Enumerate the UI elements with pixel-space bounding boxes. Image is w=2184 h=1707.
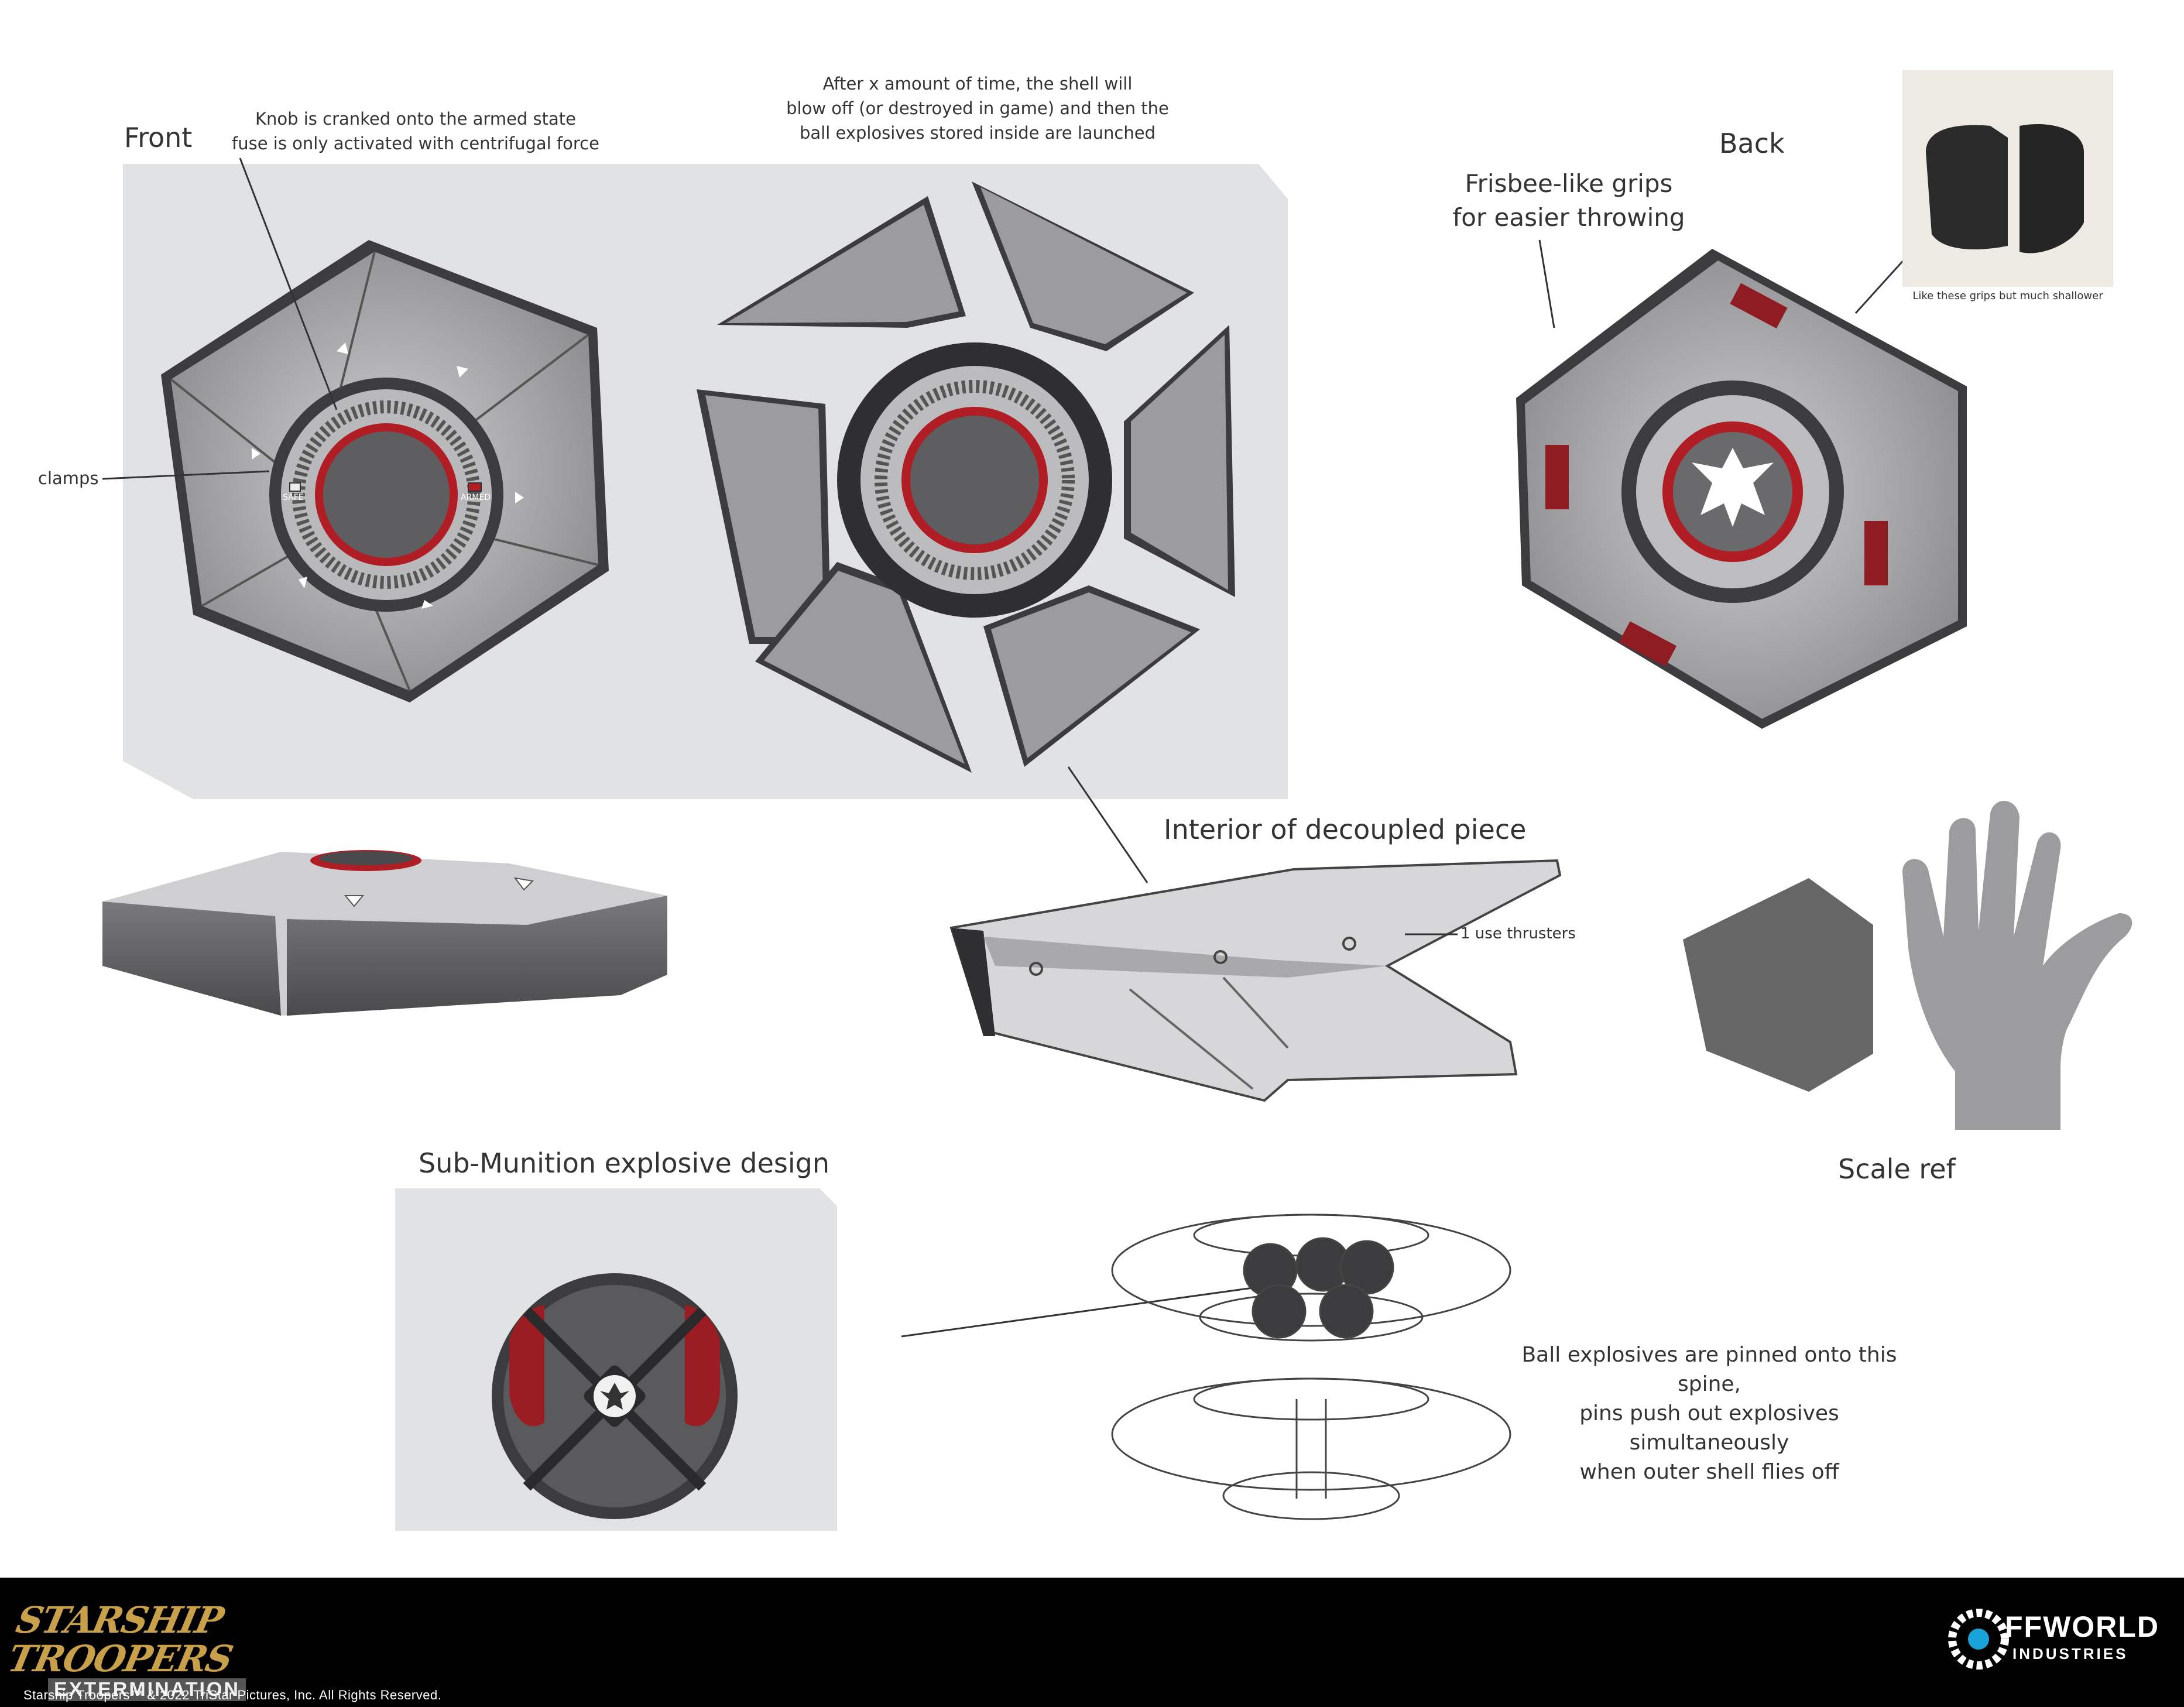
front-hexagon-device <box>161 240 609 702</box>
spine-note: Ball explosives are pinned onto this spi… <box>1499 1341 1920 1487</box>
grips-note-line: for easier throwing <box>1452 203 1685 232</box>
offworld-emblem-icon <box>1948 1609 2009 1670</box>
copyright-text: Starship Troopers™ & 2022 TriStar Pictur… <box>23 1688 442 1702</box>
shell-note-line: After x amount of time, the shell will <box>822 74 1133 94</box>
thrusters-label: 1 use thrusters <box>1460 925 1576 942</box>
grips-reference-photo <box>1902 70 2113 287</box>
grips-note-line: Frisbee-like grips <box>1465 169 1673 198</box>
back-title: Back <box>1719 128 1785 159</box>
game-logo-line1: STARSHIP TROOPERS <box>4 1599 236 1680</box>
offworld-industries-logo: FFWORLD INDUSTRIES <box>1943 1604 2158 1680</box>
submunition-title: Sub-Munition explosive design <box>419 1147 829 1179</box>
grips-note: Frisbee-like grips for easier throwing <box>1428 167 1709 235</box>
clamps-label: clamps <box>38 468 99 488</box>
grips-photo-caption: Like these grips but much shallower <box>1912 290 2103 302</box>
scale-hexagon <box>1683 878 1873 1092</box>
spine-sketches <box>1111 1214 1511 1520</box>
exploded-shell-view <box>697 181 1235 773</box>
interior-decoupled-piece <box>949 859 1562 1102</box>
shell-note: After x amount of time, the shell will b… <box>755 71 1200 145</box>
spine-note-line: when outer shell flies off <box>1579 1460 1839 1484</box>
concept-art-canvas <box>102 70 2132 1531</box>
armed-label: ARMED <box>461 493 491 502</box>
interior-title: Interior of decoupled piece <box>1164 814 1527 845</box>
knob-note: Knob is cranked onto the armed state fus… <box>193 107 638 156</box>
starship-troopers-logo: STARSHIP TROOPERS EXTERMINATION <box>4 1599 282 1701</box>
spine-note-line: pins push out explosives simultaneously <box>1579 1401 1839 1455</box>
safe-label: SAFE <box>283 493 304 502</box>
front-title: Front <box>124 122 193 153</box>
submunition-ball <box>492 1273 738 1519</box>
game-logo-line2: EXTERMINATION <box>48 1678 246 1701</box>
knob-note-line: Knob is cranked onto the armed state <box>255 109 577 129</box>
back-hexagon-device <box>1516 249 1967 729</box>
publisher-logo-line1: FFWORLD <box>2005 1610 2159 1643</box>
shell-note-line: blow off (or destroyed in game) and then… <box>786 98 1169 118</box>
knob-note-line: fuse is only activated with centrifugal … <box>232 133 599 153</box>
footer-bar: STARSHIP TROOPERS EXTERMINATION FFWORLD … <box>0 1578 2184 1707</box>
shell-note-line: ball explosives stored inside are launch… <box>799 123 1156 143</box>
side-view-device <box>102 850 667 1016</box>
publisher-logo-line2: INDUSTRIES <box>2012 1645 2128 1663</box>
spine-note-line: Ball explosives are pinned onto this spi… <box>1521 1343 1897 1396</box>
scale-hand <box>1902 801 2132 1130</box>
scale-title: Scale ref <box>1838 1153 1956 1185</box>
